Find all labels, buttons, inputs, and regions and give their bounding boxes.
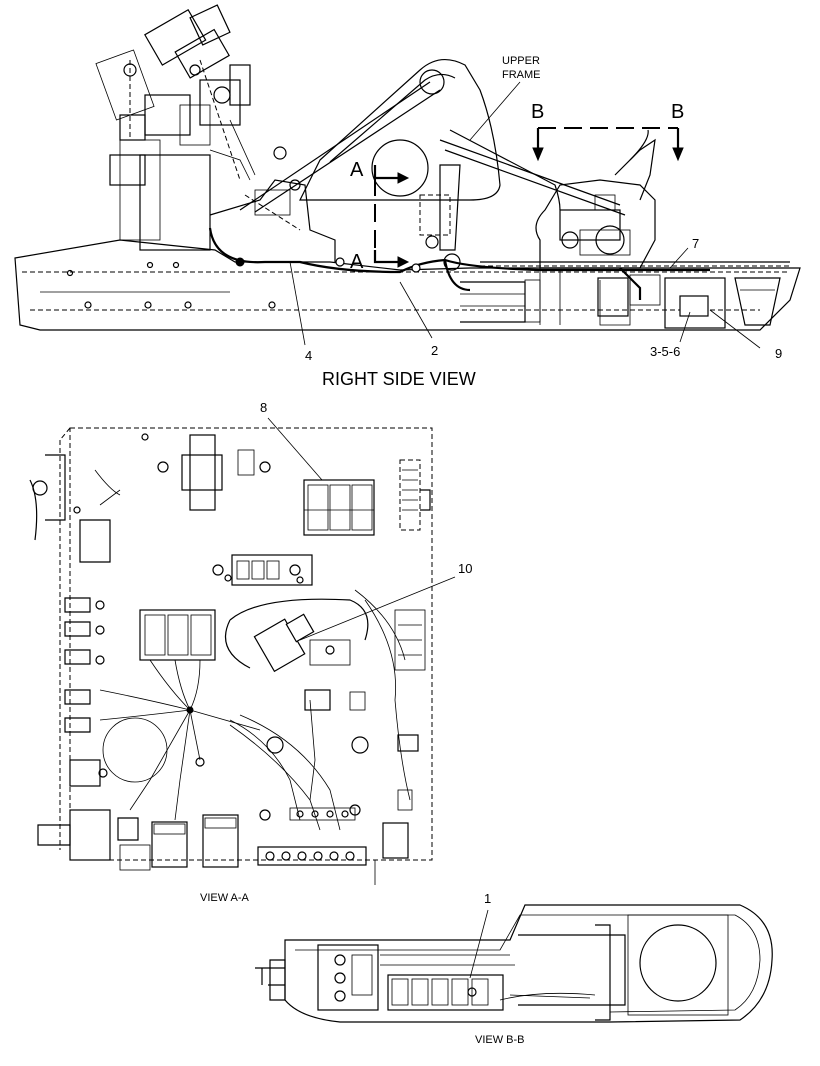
hydraulic-valve-stack (95, 4, 256, 251)
leader-3-5-6 (679, 311, 691, 343)
component-10 (224, 598, 369, 673)
engine-block (460, 129, 781, 329)
callout-4: 4 (305, 348, 312, 363)
callout-10: 10 (458, 561, 472, 576)
view-aa-title: VIEW A-A (200, 892, 250, 904)
upper-structure-outline (14, 239, 801, 331)
callout-1: 1 (484, 891, 491, 906)
panel-outline (69, 427, 433, 861)
leader-1 (469, 909, 489, 979)
view-bb: 1 VIEW B-B (255, 891, 773, 1046)
main-wiring-harness (208, 227, 710, 274)
section-b-label-right: B (671, 101, 684, 123)
callout-7: 7 (692, 236, 699, 251)
relay-block-1 (387, 974, 504, 1011)
wire-bundles (99, 589, 411, 831)
callout-8: 8 (260, 400, 267, 415)
lower-components (37, 759, 239, 871)
tank-structure (209, 146, 336, 262)
leader-9 (709, 309, 761, 349)
callout-3-5-6: 3-5-6 (650, 344, 680, 359)
leader-upper-frame (469, 81, 521, 141)
leader-8 (267, 417, 323, 481)
leader-7 (669, 247, 689, 269)
right-side-view-title: RIGHT SIDE VIEW (322, 369, 476, 389)
view-aa: 8 10 VIEW A-A (29, 400, 472, 904)
leader-2 (399, 281, 433, 339)
section-a-cut-line: A A (350, 159, 410, 273)
upper-frame (239, 59, 626, 271)
relay-block-8 (303, 479, 375, 536)
base-bolts (66, 261, 276, 309)
callout-9: 9 (775, 346, 782, 361)
leader-10 (299, 576, 456, 641)
view-bb-title: VIEW B-B (475, 1034, 525, 1046)
connector-bar (212, 554, 313, 586)
section-b-label-left: B (531, 101, 544, 123)
upper-frame-label-2: FRAME (502, 69, 541, 81)
console-outline (284, 904, 773, 1023)
relay-block-left (139, 609, 216, 661)
section-a-label-top: A (350, 159, 364, 181)
terminal-strip (257, 807, 367, 866)
right-side-view: A A B B UPPER FRAME 4 2 3-5-6 7 9 RIGHT … (14, 4, 801, 389)
leader-4 (289, 261, 306, 346)
upper-frame-label-1: UPPER (502, 55, 540, 67)
section-b-cut-line: B B (531, 101, 684, 162)
callout-2: 2 (431, 343, 438, 358)
section-a-label-bottom: A (350, 251, 364, 273)
